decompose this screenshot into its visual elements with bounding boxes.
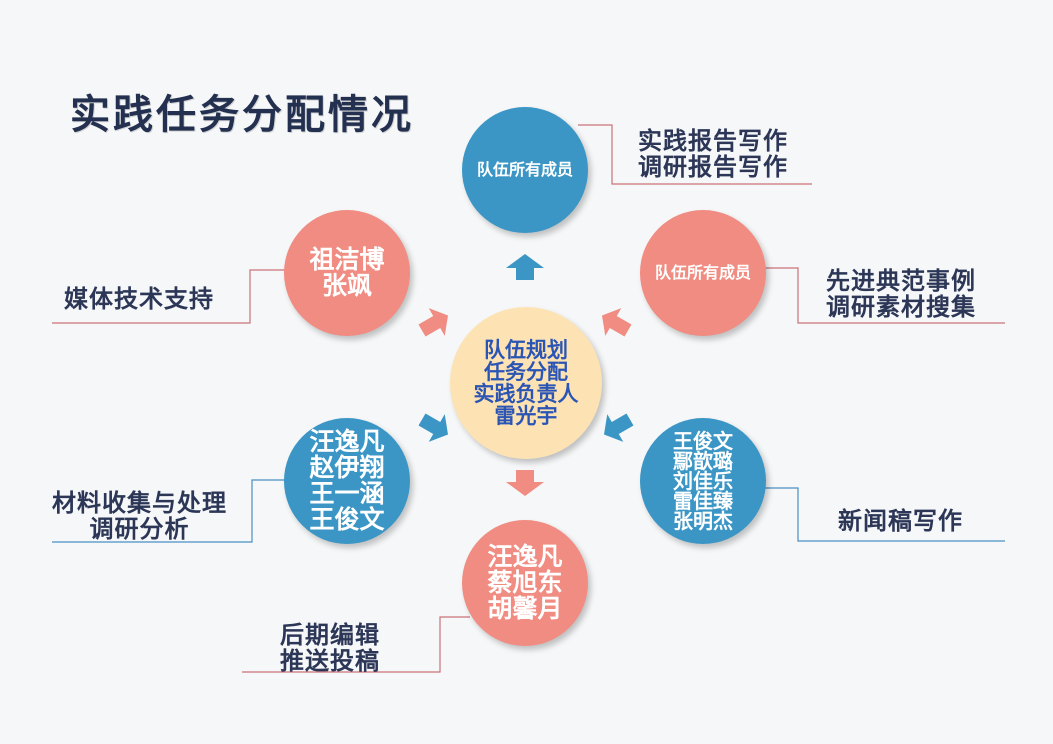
node-top-line: 队伍所有成员 [476,160,573,179]
task-label-top: 实践报告写作 调研报告写作 [638,128,788,180]
task-label-bottom-right: 新闻稿写作 [838,508,963,534]
task-line: 实践报告写作 [638,127,788,155]
page-title: 实践任务分配情况 [70,92,414,138]
task-label-top-left: 媒体技术支持 [64,286,214,312]
node-bottom-left-line: 王一涵 [309,479,385,508]
node-bottom-line: 汪逸凡 [487,542,563,571]
task-line: 后期编辑 [280,621,380,649]
node-bottom-right-line: 王俊文 [673,429,733,453]
connector-bottom-left [52,479,288,543]
center-line: 雷光宇 [494,404,558,428]
node-top-left: 祖洁博 张飒 [284,210,410,336]
node-bottom-left-line: 王俊文 [309,505,385,534]
center-line: 任务分配 [484,360,568,384]
center-line: 队伍规划 [484,338,568,362]
node-top-left-line: 张飒 [321,271,372,300]
center-line: 实践负责人 [473,382,579,406]
node-bottom-right-line: 张明杰 [673,509,733,533]
task-label-top-right: 先进典范事例 调研素材搜集 [826,268,976,320]
node-bottom-left-line: 汪逸凡 [309,427,385,456]
connector-top-left [52,269,290,324]
connector-top [578,124,812,185]
task-label-bottom-left: 材料收集与处理 调研分析 [52,490,227,542]
node-top-right-line: 队伍所有成员 [654,263,751,282]
arrow-up-right-icon [602,308,632,337]
task-line: 调研素材搜集 [826,293,976,321]
node-bottom-right-line: 刘佳乐 [673,469,733,493]
arrow-up-icon [506,254,544,280]
node-top-left-line: 祖洁博 [309,245,385,274]
node-bottom-line: 蔡旭东 [487,568,563,597]
arrow-down-left-icon [418,413,448,442]
task-line: 新闻稿写作 [838,507,963,535]
task-line: 调研分析 [89,515,190,543]
arrow-up-left-icon [418,308,448,337]
center-node: 队伍规划 任务分配 实践负责人 雷光宇 [450,307,602,459]
node-bottom-left-line: 赵伊翔 [309,453,385,482]
node-top: 队伍所有成员 [462,107,588,233]
task-line: 媒体技术支持 [64,285,214,313]
node-bottom-right-line: 鄢歆璐 [673,449,733,473]
connector-bottom-right [764,487,1005,542]
task-line: 材料收集与处理 [52,489,227,517]
node-bottom-line: 胡馨月 [487,594,563,623]
task-line: 推送投稿 [280,647,380,675]
task-label-bottom: 后期编辑 推送投稿 [280,622,380,674]
arrow-down-icon [506,470,544,496]
task-line: 先进典范事例 [826,267,976,295]
node-bottom-right: 王俊文 鄢歆璐 刘佳乐 雷佳臻 张明杰 [640,418,766,544]
node-bottom-left: 汪逸凡 赵伊翔 王一涵 王俊文 [284,418,410,544]
arrow-down-right-icon [604,413,634,442]
connector-bottom [242,616,470,673]
node-bottom-right-line: 雷佳臻 [673,489,733,513]
node-bottom: 汪逸凡 蔡旭东 胡馨月 [462,520,588,646]
node-top-right: 队伍所有成员 [640,210,766,336]
task-line: 调研报告写作 [638,153,788,181]
